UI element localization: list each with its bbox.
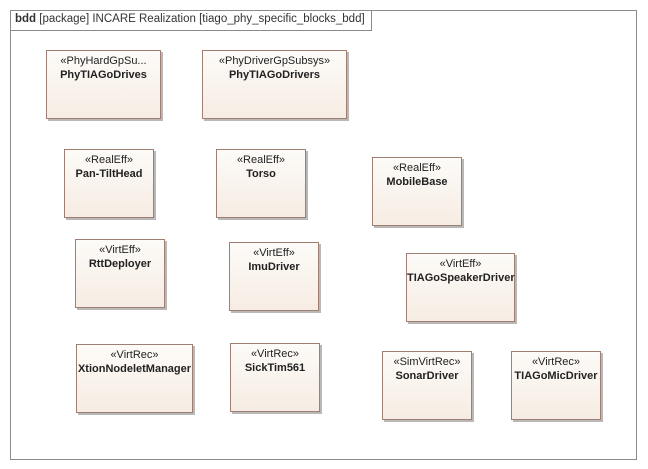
block-name: MobileBase <box>386 176 448 188</box>
block-tiagomicdriver[interactable]: «VirtRec» TIAGoMicDriver <box>511 351 601 420</box>
block-name: PhyTIAGoDrivers <box>228 69 321 81</box>
block-name: SonarDriver <box>395 370 459 382</box>
block-name: RttDeployer <box>88 258 152 270</box>
block-torso[interactable]: «RealEff» Torso <box>216 149 306 218</box>
frame-header: bdd [package] INCARE Realization [tiago_… <box>11 11 372 31</box>
block-stereotype: «RealEff» <box>84 154 134 166</box>
block-stereotype: «PhyDriverGpSubsys» <box>218 55 331 67</box>
block-stereotype: «VirtEff» <box>439 258 482 270</box>
block-phytiagodrives[interactable]: «PhyHardGpSu... PhyTIAGoDrives <box>46 50 161 119</box>
block-stereotype: «PhyHardGpSu... <box>60 55 147 67</box>
block-stereotype: «VirtRec» <box>110 349 159 361</box>
block-name: Pan-TiltHead <box>75 168 143 180</box>
block-stereotype: «SimVirtRec» <box>393 356 461 368</box>
block-mobilebase[interactable]: «RealEff» MobileBase <box>372 157 462 226</box>
block-name: TIAGoSpeakerDriver <box>407 272 515 284</box>
block-sonardriver[interactable]: «SimVirtRec» SonarDriver <box>382 351 472 420</box>
block-stereotype: «VirtRec» <box>531 356 581 368</box>
block-name: TIAGoMicDriver <box>514 370 598 382</box>
block-name: ImuDriver <box>248 261 300 273</box>
block-stereotype: «VirtRec» <box>250 348 300 360</box>
block-sicktim561[interactable]: «VirtRec» SickTim561 <box>230 343 320 412</box>
block-imudriver[interactable]: «VirtEff» ImuDriver <box>229 242 319 311</box>
block-stereotype: «RealEff» <box>236 154 286 166</box>
block-tiagospeakerdriver[interactable]: «VirtEff» TIAGoSpeakerDriver <box>406 253 515 322</box>
frame-kind: bdd <box>15 13 37 25</box>
block-pan-tilthead[interactable]: «RealEff» Pan-TiltHead <box>64 149 154 218</box>
block-phytiagodrivers[interactable]: «PhyDriverGpSubsys» PhyTIAGoDrivers <box>202 50 347 119</box>
block-name: XtionNodeletManager <box>77 363 192 375</box>
block-name: Torso <box>246 168 276 180</box>
block-name: PhyTIAGoDrives <box>60 69 147 81</box>
frame-label: [package] INCARE Realization [tiago_phy_… <box>39 13 365 25</box>
block-stereotype: «VirtEff» <box>99 244 141 256</box>
block-name: SickTim561 <box>244 362 306 374</box>
block-stereotype: «RealEff» <box>392 162 442 174</box>
block-xtionnodeletmanager[interactable]: «VirtRec» XtionNodeletManager <box>76 344 193 413</box>
block-stereotype: «VirtEff» <box>253 247 295 259</box>
block-rttdeployer[interactable]: «VirtEff» RttDeployer <box>75 239 165 308</box>
